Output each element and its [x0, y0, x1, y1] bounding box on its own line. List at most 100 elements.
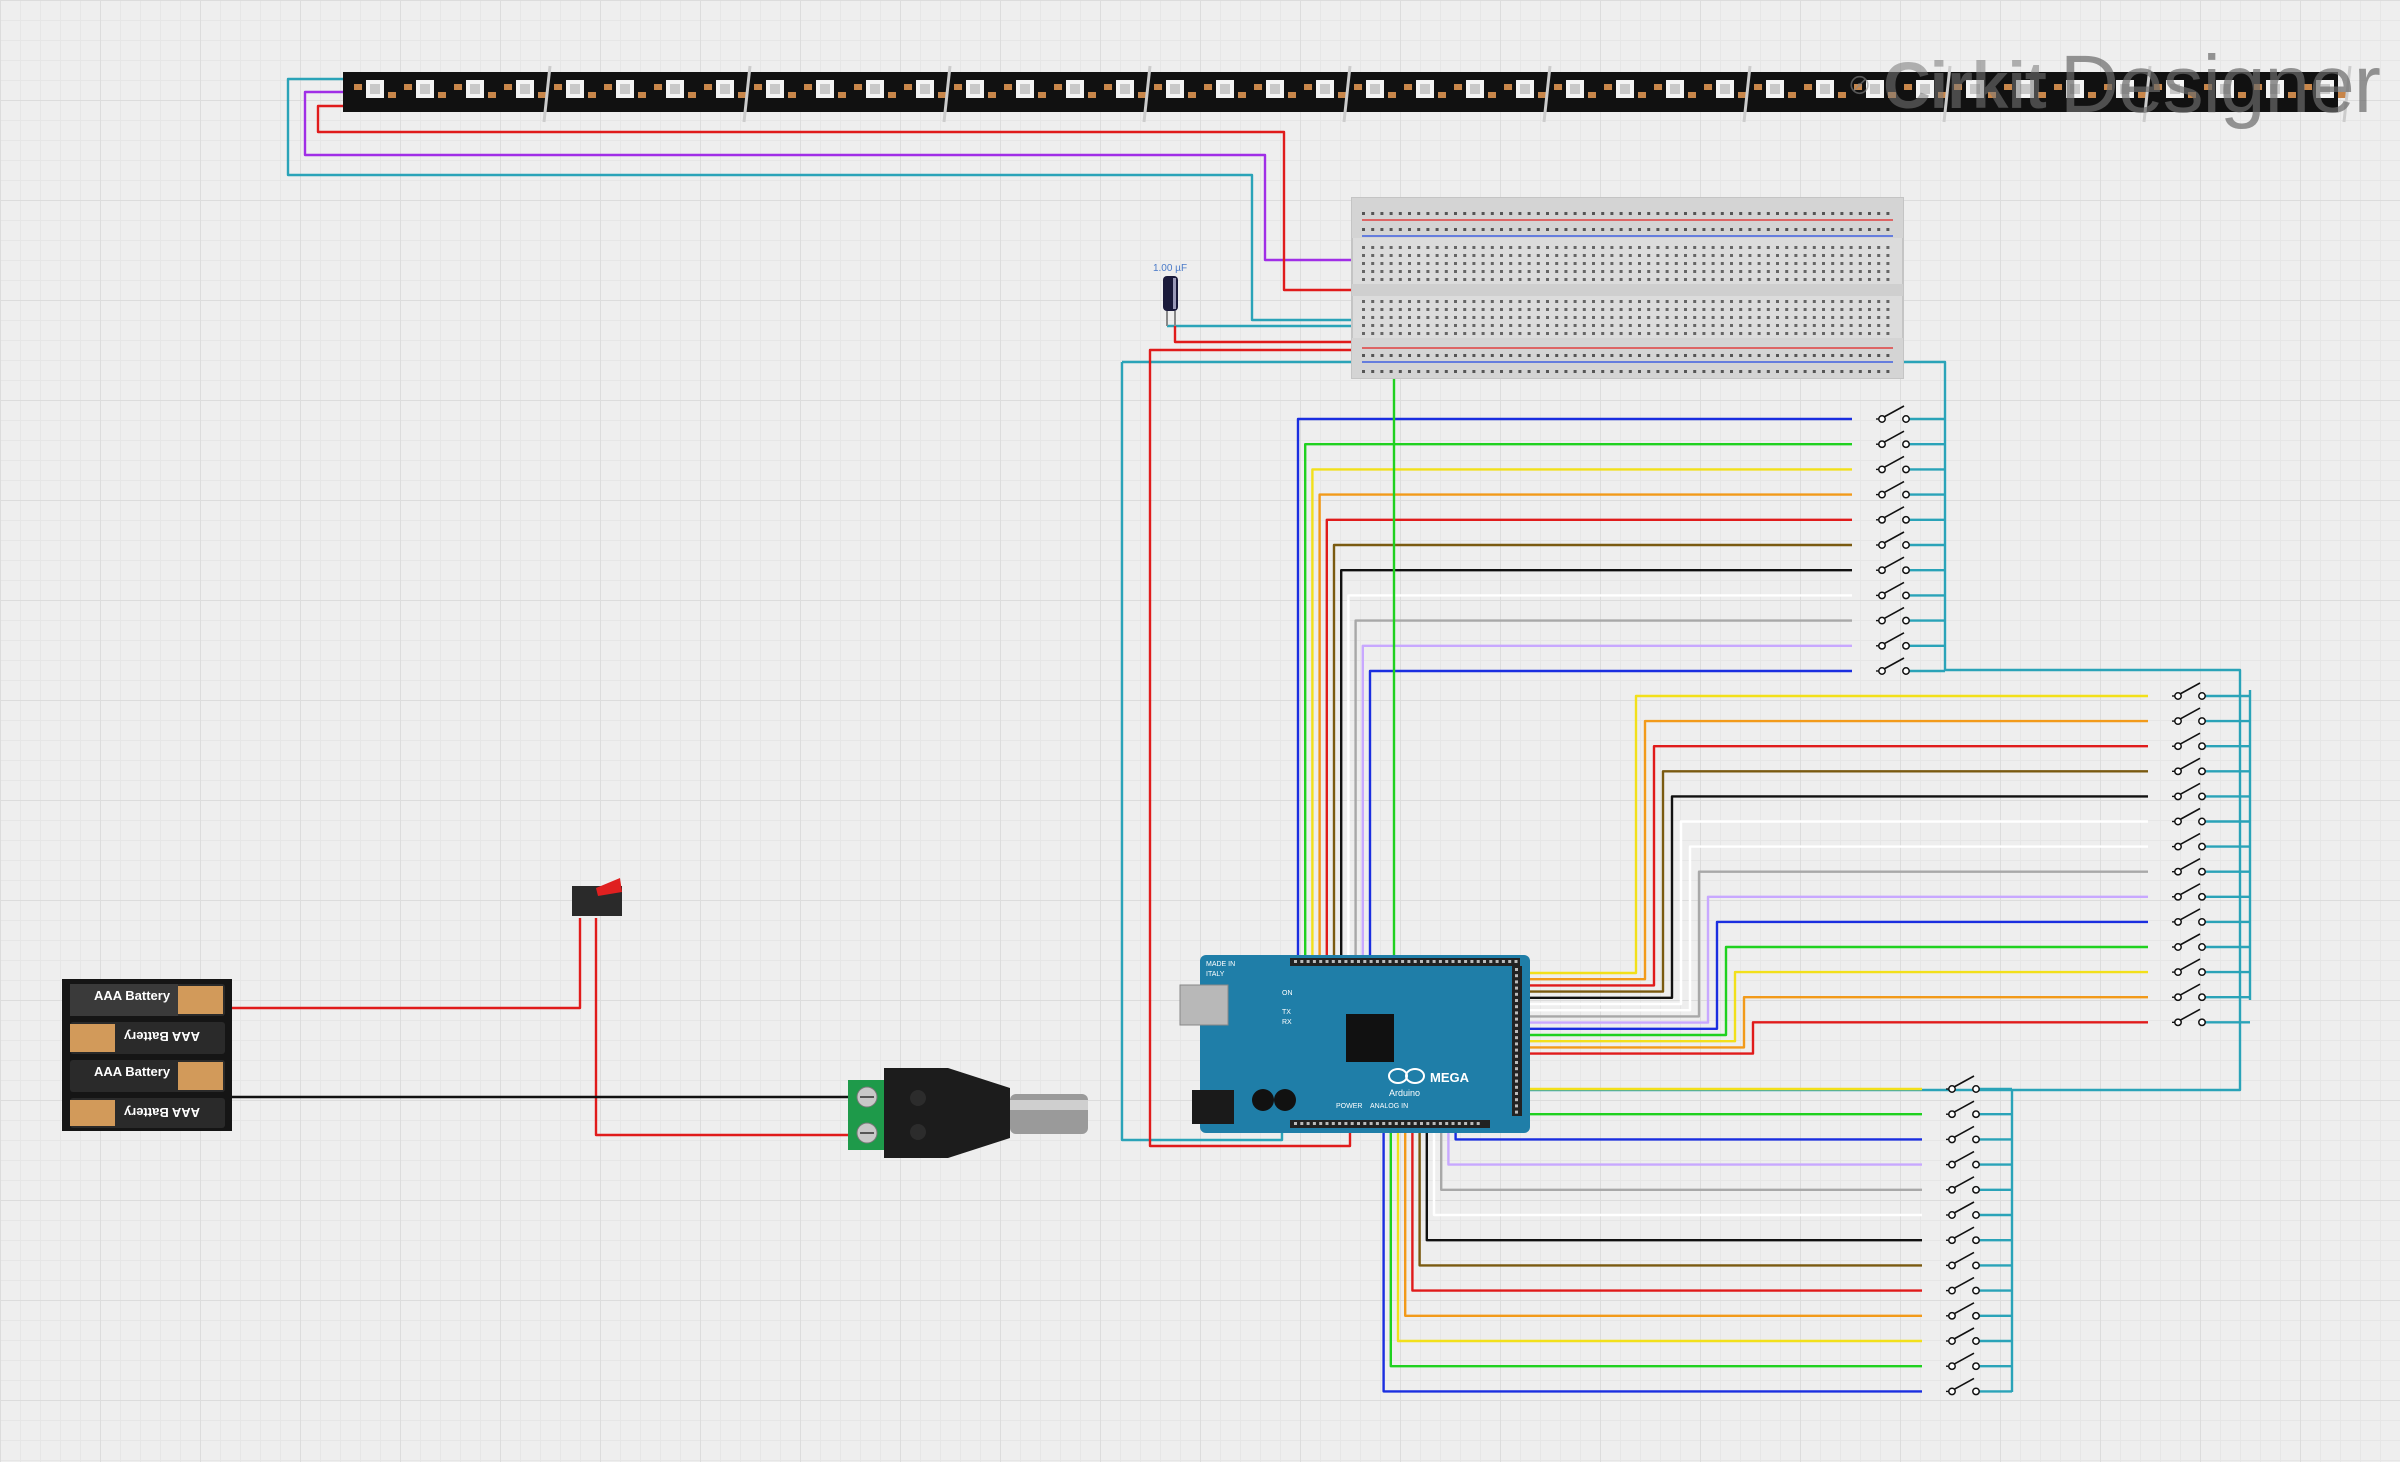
breadboard-hole: [1490, 300, 1494, 303]
breadboard-hole: [1739, 324, 1743, 327]
pushbutton-switch[interactable]: [1876, 581, 1910, 600]
pushbutton-switch[interactable]: [2172, 682, 2206, 700]
pushbutton-switch[interactable]: [1946, 1251, 1980, 1270]
pushbutton-switch[interactable]: [1946, 1276, 1980, 1295]
capacitor[interactable]: 1.00 µF: [1153, 263, 1187, 326]
switch-terminal: [1972, 1311, 1980, 1320]
pushbutton-switch[interactable]: [1946, 1352, 1980, 1371]
header-pin: [1338, 960, 1342, 963]
pushbutton-switch[interactable]: [2172, 908, 2206, 926]
breadboard[interactable]: [1351, 197, 1904, 379]
pushbutton-switch[interactable]: [1876, 606, 1910, 625]
rail-hole: [1711, 354, 1715, 357]
battery-pack[interactable]: AAA Battery AAA Battery AAA Battery AAA …: [62, 979, 232, 1131]
pushbutton-switch[interactable]: [1946, 1302, 1980, 1320]
breadboard-hole: [1536, 308, 1540, 311]
pushbutton-switch[interactable]: [2172, 782, 2206, 801]
pushbutton-switch[interactable]: [1876, 455, 1910, 474]
pushbutton-switch[interactable]: [2172, 1008, 2206, 1027]
pushbutton-switch[interactable]: [1946, 1176, 1980, 1194]
breadboard-hole: [1776, 262, 1779, 265]
pushbutton-switch[interactable]: [1946, 1226, 1980, 1245]
pushbutton-switch[interactable]: [2172, 983, 2206, 1002]
pushbutton-switch[interactable]: [2172, 757, 2206, 776]
pushbutton-switch[interactable]: [1946, 1377, 1980, 1396]
led-strip[interactable]: [343, 65, 2352, 123]
pushbutton-switch[interactable]: [1946, 1075, 1980, 1093]
breadboard-hole: [1831, 308, 1835, 311]
led-resistor: [1038, 92, 1046, 98]
pushbutton-switch[interactable]: [2172, 933, 2206, 951]
pushbutton-switch[interactable]: [2172, 958, 2206, 977]
dc-barrel-jack[interactable]: [848, 1068, 1088, 1158]
breadboard-hole: [1812, 262, 1816, 265]
led-resistor: [454, 84, 462, 90]
switch-lever: [1883, 405, 1905, 418]
pushbutton-switch[interactable]: [1876, 632, 1910, 650]
rail-hole: [1868, 212, 1871, 215]
breadboard-hole: [1757, 262, 1761, 265]
breadboard-hole: [1408, 308, 1411, 311]
rail-hole: [1720, 354, 1724, 357]
led-emitter: [620, 84, 630, 94]
pushbutton-switch[interactable]: [2172, 857, 2206, 876]
led-emitter: [920, 84, 930, 94]
led-emitter: [1070, 84, 1080, 94]
rocker-switch[interactable]: [572, 878, 622, 916]
header-pin: [1515, 986, 1518, 990]
header-pin: [1445, 1122, 1449, 1125]
pushbutton-switch[interactable]: [1876, 506, 1910, 524]
led-resistor: [1738, 92, 1746, 98]
breadboard-hole: [1812, 254, 1816, 257]
breadboard-hole: [1803, 262, 1807, 265]
breadboard-hole: [1794, 270, 1798, 273]
pushbutton-switch[interactable]: [1876, 480, 1910, 499]
led-emitter: [1120, 84, 1130, 94]
switch-lever: [1953, 1176, 1975, 1189]
rail-hole: [1371, 228, 1375, 231]
breadboard-hole: [1720, 270, 1724, 273]
pushbutton-switch[interactable]: [2172, 832, 2206, 851]
pushbutton-switch[interactable]: [1876, 657, 1910, 675]
rail-hole: [1454, 370, 1457, 373]
wire: [1332, 543, 1852, 962]
header-pin: [1413, 960, 1417, 963]
pushbutton-switch[interactable]: [1946, 1150, 1980, 1169]
rail-hole: [1702, 212, 1706, 215]
led-emitter: [2270, 84, 2280, 94]
rail-hole: [1472, 212, 1476, 215]
arduino-mega-board[interactable]: MADE IN ITALY ON TX RX POWER ANALOG IN A…: [1179, 955, 1530, 1133]
wire: [1303, 443, 1852, 962]
pushbutton-switch[interactable]: [1876, 405, 1910, 423]
pushbutton-switch[interactable]: [1946, 1201, 1980, 1219]
breadboard-hole: [1481, 278, 1485, 281]
breadboard-hole: [1757, 316, 1761, 319]
pushbutton-switch[interactable]: [2172, 883, 2206, 901]
led-emitter: [2320, 84, 2330, 94]
pushbutton-switch[interactable]: [1876, 531, 1910, 549]
pushbutton-switch[interactable]: [1946, 1100, 1980, 1119]
switch-terminal: [2198, 717, 2206, 726]
switch-terminal: [1972, 1160, 1980, 1169]
pushbutton-switch[interactable]: [2172, 807, 2206, 826]
breadboard-hole: [1730, 246, 1733, 249]
arduino-chip: [1346, 1014, 1394, 1062]
pushbutton-switch[interactable]: [2172, 707, 2206, 726]
rail-hole: [1380, 354, 1384, 357]
breadboard-hole: [1674, 300, 1678, 303]
breadboard-hole: [1371, 246, 1375, 249]
rail-hole: [1711, 370, 1715, 373]
pushbutton-switch[interactable]: [1876, 430, 1910, 449]
rail-hole: [1886, 228, 1890, 231]
breadboard-hole: [1417, 254, 1421, 257]
breadboard-hole: [1693, 324, 1697, 327]
pushbutton-switch[interactable]: [1876, 556, 1910, 575]
breadboard-hole: [1858, 254, 1862, 257]
breadboard-hole: [1417, 246, 1421, 249]
header-pin: [1394, 1122, 1398, 1125]
pushbutton-switch[interactable]: [1946, 1327, 1980, 1345]
breadboard-hole: [1766, 308, 1770, 311]
pushbutton-switch[interactable]: [1946, 1125, 1980, 1144]
breadboard-hole: [1849, 254, 1853, 257]
pushbutton-switch[interactable]: [2172, 732, 2206, 751]
